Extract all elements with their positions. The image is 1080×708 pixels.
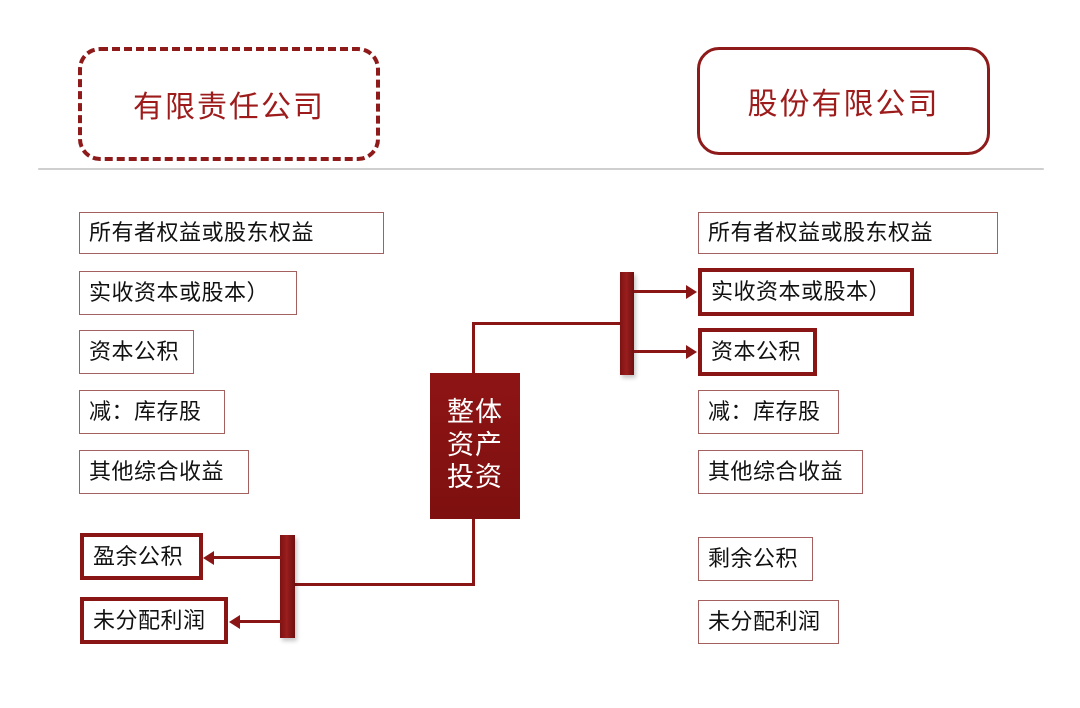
connector-bottom-horizontal-segment xyxy=(289,583,475,586)
left-item-3-label: 减：库存股 xyxy=(89,399,202,424)
arrow-head-to-right-capital-reserve xyxy=(686,345,697,359)
center-line-3: 投资 xyxy=(447,462,503,494)
left-item-6-label: 未分配利润 xyxy=(93,607,206,633)
right-item-less-treasury-stock: 减：库存股 xyxy=(698,390,839,434)
right-item-remaining-reserve: 剩余公积 xyxy=(698,537,813,581)
left-item-5-label: 盈余公积 xyxy=(93,543,184,569)
left-item-less-treasury-stock: 减：库存股 xyxy=(79,390,225,434)
right-item-0-label: 所有者权益或股东权益 xyxy=(708,220,934,245)
connector-center-down-segment xyxy=(472,516,475,586)
arrow-line-to-right-paid-in-capital xyxy=(634,290,687,293)
left-item-other-comprehensive-income: 其他综合收益 xyxy=(79,450,249,494)
arrow-head-to-left-undistributed-profit xyxy=(229,615,240,629)
center-block-overall-asset-investment: 整体 资产 投资 xyxy=(430,373,520,519)
left-item-owners-equity: 所有者权益或股东权益 xyxy=(79,212,384,254)
arrow-line-to-left-surplus-reserve xyxy=(214,556,282,559)
right-item-6-label: 未分配利润 xyxy=(708,609,821,634)
left-item-4-label: 其他综合收益 xyxy=(89,459,225,484)
center-line-2: 资产 xyxy=(447,429,503,461)
right-item-1-label: 实收资本或股本） xyxy=(711,279,892,304)
right-item-4-label: 其他综合收益 xyxy=(708,459,844,484)
right-item-other-comprehensive-income: 其他综合收益 xyxy=(698,450,863,494)
arrow-line-to-left-undistributed-profit xyxy=(240,620,283,623)
arrow-head-to-left-surplus-reserve xyxy=(203,551,214,565)
header-right-label: 股份有限公司 xyxy=(747,87,940,122)
right-item-5-label: 剩余公积 xyxy=(708,546,799,571)
right-item-2-label: 资本公积 xyxy=(711,339,802,364)
connector-center-up-segment xyxy=(472,322,475,377)
center-line-1: 整体 xyxy=(447,396,503,428)
left-item-undistributed-profit: 未分配利润 xyxy=(80,597,228,644)
left-item-2-label: 资本公积 xyxy=(89,339,180,364)
right-item-paid-in-capital: 实收资本或股本） xyxy=(698,268,914,316)
arrow-head-to-right-paid-in-capital xyxy=(686,285,697,299)
right-item-owners-equity: 所有者权益或股东权益 xyxy=(698,212,998,254)
header-limited-liability-company: 有限责任公司 xyxy=(78,47,380,161)
left-item-1-label: 实收资本或股本） xyxy=(89,280,270,305)
right-item-3-label: 减：库存股 xyxy=(708,399,821,424)
right-distribution-bar xyxy=(620,272,634,375)
left-item-paid-in-capital: 实收资本或股本） xyxy=(79,271,297,315)
left-item-0-label: 所有者权益或股东权益 xyxy=(89,220,315,245)
header-joint-stock-company: 股份有限公司 xyxy=(697,47,990,155)
horizontal-divider xyxy=(38,168,1044,170)
connector-top-horizontal-segment xyxy=(472,322,624,325)
header-left-label: 有限责任公司 xyxy=(133,90,325,125)
left-distribution-bar xyxy=(280,535,295,638)
right-item-undistributed-profit: 未分配利润 xyxy=(698,600,839,644)
right-item-capital-reserve: 资本公积 xyxy=(698,328,817,376)
left-item-capital-reserve: 资本公积 xyxy=(79,330,194,374)
arrow-line-to-right-capital-reserve xyxy=(634,350,687,353)
left-item-surplus-reserve: 盈余公积 xyxy=(80,533,203,580)
